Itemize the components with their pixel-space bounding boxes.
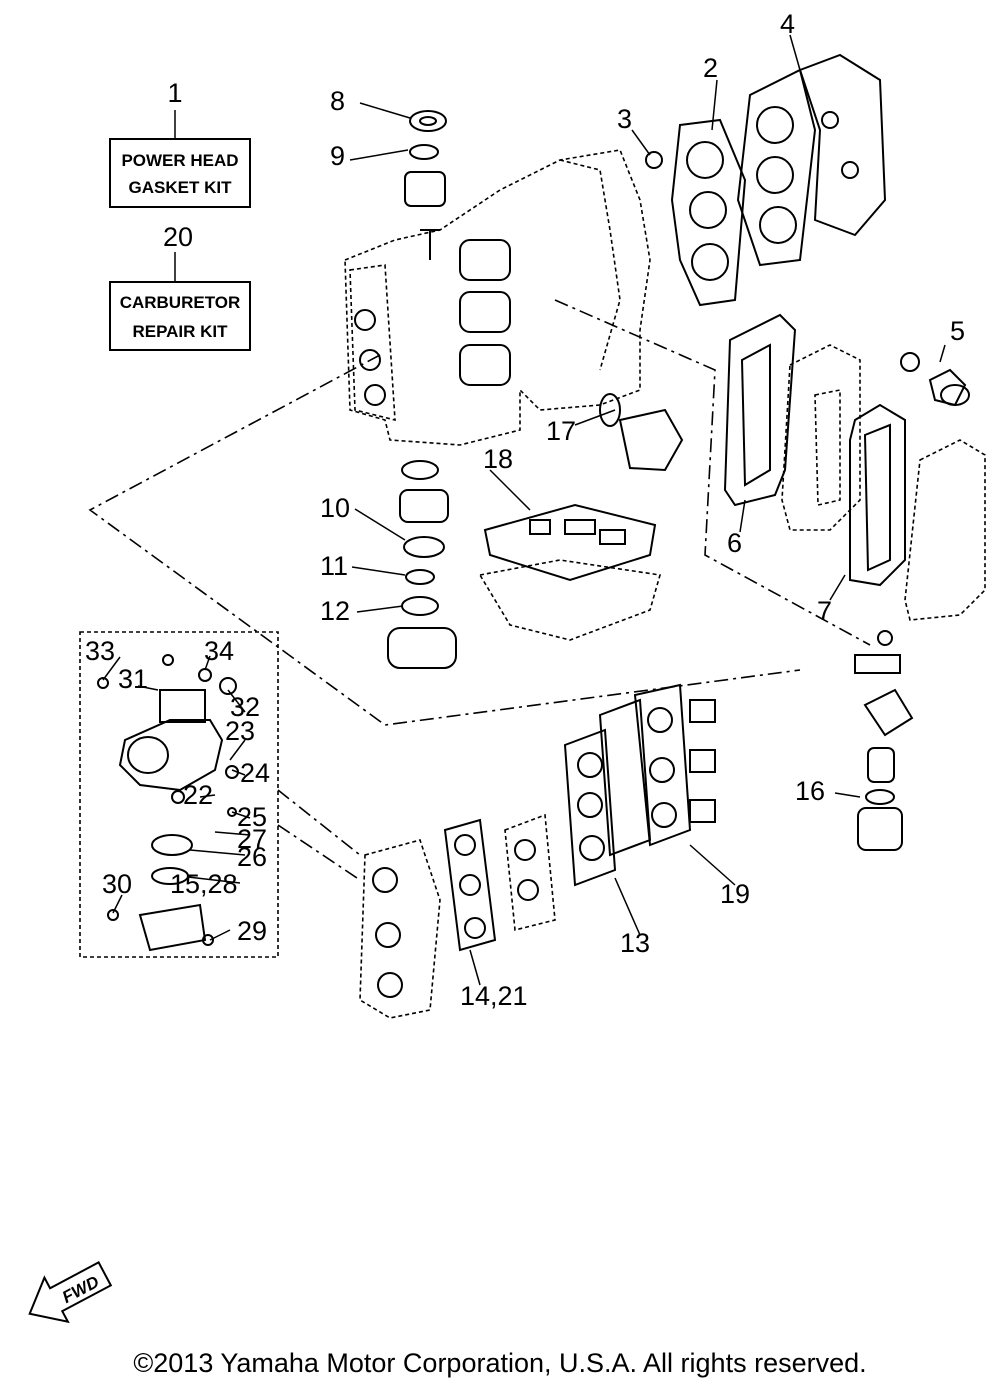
bearing-lower	[399, 489, 449, 523]
intake-manifold	[359, 839, 441, 1019]
seal-11	[405, 569, 435, 585]
assembly-outline	[88, 299, 871, 726]
seal-10	[403, 536, 445, 558]
callout-27: 27	[237, 824, 267, 854]
gasket-18	[478, 503, 662, 641]
bearing-12	[387, 627, 457, 669]
callout-15-28: 15,28	[170, 869, 238, 899]
kit-20-box: 20 CARBURETOR REPAIR KIT	[109, 222, 251, 351]
intake-gasket-19	[598, 683, 716, 857]
callout-2: 2	[703, 53, 718, 83]
callout-9: 9	[330, 141, 345, 171]
carb-leader-lines	[277, 789, 361, 881]
exhaust-cover	[904, 439, 986, 621]
kit-20-line2: REPAIR KIT	[132, 322, 228, 341]
carburetor-kit-box	[79, 631, 279, 958]
callout-14-21: 14,21	[460, 981, 528, 1011]
callout-4: 4	[780, 9, 795, 39]
gasket-7	[849, 403, 906, 587]
cylinder-head-4	[736, 53, 887, 267]
callout-29: 29	[237, 916, 267, 946]
leader-lines	[102, 34, 946, 986]
callout-22: 22	[183, 780, 213, 810]
callout-13: 13	[620, 928, 650, 958]
kit-20-line1: CARBURETOR	[120, 293, 241, 312]
fwd-arrow: FWD	[28, 1261, 113, 1324]
callout-10: 10	[320, 493, 350, 523]
kit-1-line2: GASKET KIT	[129, 178, 233, 197]
kit-1-number: 1	[167, 78, 182, 108]
callout-8: 8	[330, 86, 345, 116]
thermostat-5	[900, 352, 970, 407]
bearing-upper	[404, 171, 446, 207]
seal-8	[409, 110, 447, 132]
fitting-3	[645, 151, 663, 169]
callout-23: 23	[225, 716, 255, 746]
callout-24: 24	[240, 758, 270, 788]
callout-5: 5	[950, 316, 965, 346]
cylinder-block	[344, 149, 651, 446]
gasket-6	[723, 313, 797, 507]
callout-25: 25	[237, 802, 267, 832]
carburetor-body	[97, 654, 239, 952]
callout-11: 11	[320, 551, 348, 581]
copyright-notice: ©2013 Yamaha Motor Corporation, U.S.A. A…	[133, 1348, 867, 1378]
head-gasket-2	[670, 118, 747, 307]
callout-26: 26	[237, 842, 267, 872]
callout-31: 31	[118, 664, 148, 694]
water-tube-16	[854, 630, 914, 851]
callout-7: 7	[817, 596, 832, 626]
callout-33: 33	[85, 636, 115, 666]
kit-1-box: 1 POWER HEAD GASKET KIT	[109, 78, 251, 208]
callout-19: 19	[720, 879, 750, 909]
callout-32: 32	[230, 692, 260, 722]
o-ring-12	[401, 596, 439, 616]
callout-18: 18	[483, 444, 513, 474]
cover-plate	[781, 344, 861, 531]
manifold-gasket-14-21	[443, 818, 497, 952]
callout-17: 17	[546, 416, 576, 446]
callout-6: 6	[727, 528, 742, 558]
o-ring-9	[409, 144, 439, 160]
kit-20-number: 20	[163, 222, 193, 252]
callout-12: 12	[320, 596, 350, 626]
callout-30: 30	[102, 869, 132, 899]
kit-1-line1: POWER HEAD	[121, 151, 238, 170]
intake-gasket-13	[563, 728, 617, 887]
callout-16: 16	[795, 776, 825, 806]
cover-17	[599, 393, 684, 472]
callout-3: 3	[617, 104, 632, 134]
reed-plate	[504, 813, 556, 932]
callout-34: 34	[204, 636, 234, 666]
seal-lower-a	[401, 460, 439, 480]
